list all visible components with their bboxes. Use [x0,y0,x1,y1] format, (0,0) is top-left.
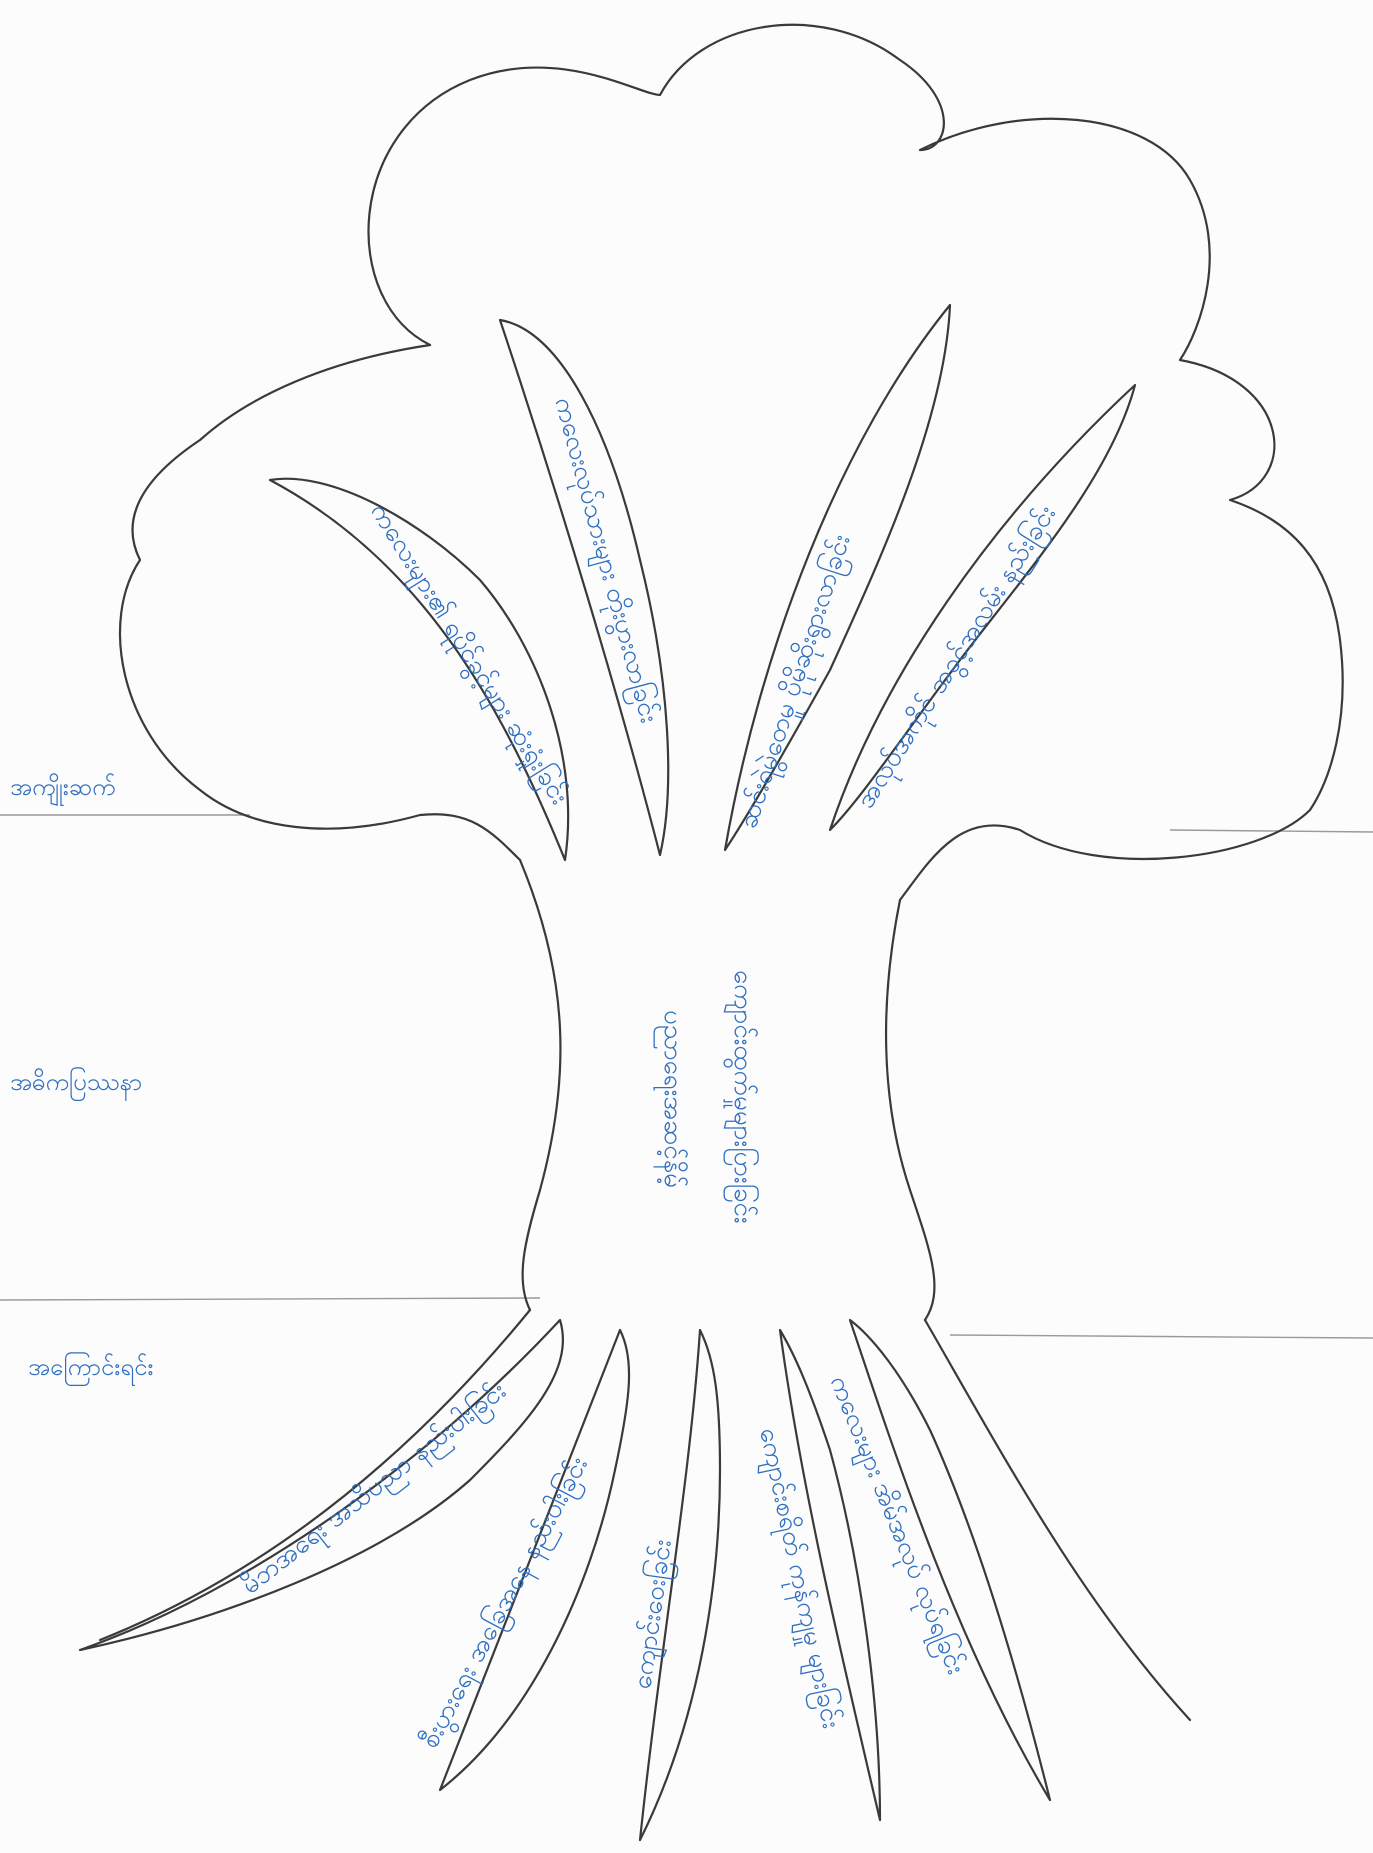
label-effects: အကျိုးဆက် [10,772,116,807]
trunk-left-edge [520,860,560,1310]
trunk-text-line2: ပညာရေးအဆင့်နိမ့် [653,1010,689,1188]
branch-shape-1 [270,479,568,860]
branch-text-1: ကလေးများ၏ ရပိုင်ခွင့်များ ဆုံးရှုံးခြင်း [360,496,577,812]
branch-shape-2 [500,320,668,855]
root-text-2: စီးပွားရေး အခြေအနေ နည်းပါးခြင်း [412,1450,598,1755]
separator-line-top-right [1170,830,1373,832]
root-text-4: ကျောင်းစရိတ် ကုန်ကျမှု များခြင်း [748,1425,849,1733]
label-core-problem: အဓိကပြဿနာ [10,1066,142,1101]
separator-line-bottom [0,1298,540,1300]
trunk-text-line1: ကျောင်းထွက်မှုများပြားခြင်း [723,970,761,1224]
trunk-right-edge [886,900,934,1320]
branch-text-3: ဆင်းရဲမွဲတေမှု ပိုမိုဆိုးရွားလာခြင်း [730,530,861,834]
root-shape-5 [850,1320,1050,1800]
canopy-outline [368,25,1342,900]
root-text-3: ကျောင်းဝေးခြင်း [624,1537,683,1692]
canopy-outline-left [120,345,520,860]
branch-text-4: အလုပ်အကိုင် အခွင့်အလမ်း နည်းခြင်း [848,498,1066,816]
root-text-1: မိဘအရေး အသိပညာ နည်းပါးခြင်း [234,1373,515,1604]
root-text-5: ကလေးများ အိမ်အလုပ် လုပ်ရခြင်း [819,1370,974,1680]
label-causes: အကြောင်းရင်း [28,1351,154,1386]
separator-line-bottom-right [950,1335,1373,1338]
root-outer-left [100,1310,530,1640]
